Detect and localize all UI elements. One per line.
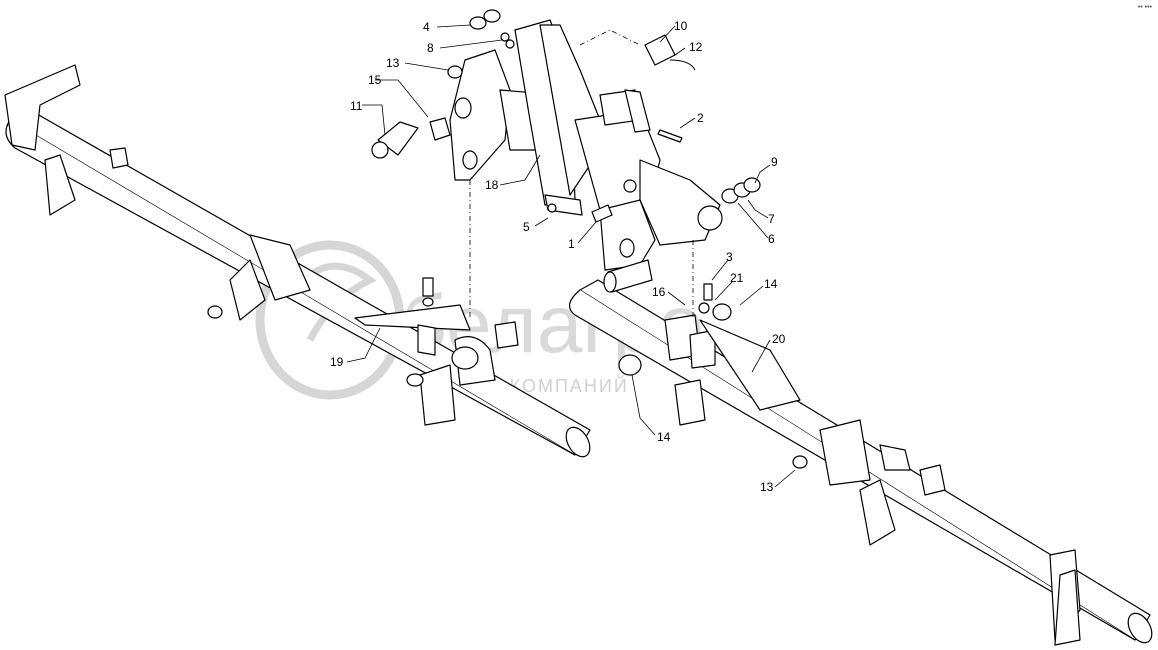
callout-1: 1	[568, 237, 575, 251]
callout-labels: 4 8 10 12 13 15 11 2 18 9 5 7 1 6 3 21 1…	[330, 19, 786, 494]
callout-14-upper: 14	[764, 277, 778, 291]
callout-13-lower: 13	[760, 480, 774, 494]
callout-19: 19	[330, 355, 344, 369]
corner-mark: •• •••	[1137, 4, 1152, 11]
callout-2: 2	[697, 111, 704, 125]
callout-5: 5	[523, 220, 530, 234]
center-hitch-frame	[449, 19, 723, 320]
callout-21: 21	[730, 271, 744, 285]
callout-14-lower: 14	[657, 430, 671, 444]
callout-8: 8	[427, 41, 434, 55]
callout-15: 15	[368, 73, 382, 87]
callout-20: 20	[772, 332, 786, 346]
callout-6: 6	[768, 232, 775, 246]
callout-7: 7	[768, 212, 775, 226]
callout-13-top: 13	[386, 56, 400, 70]
callout-12: 12	[689, 40, 703, 54]
callout-9: 9	[771, 155, 778, 169]
callout-10: 10	[674, 19, 688, 33]
callout-16: 16	[652, 285, 666, 299]
leader-lines	[346, 24, 796, 488]
ring-washer	[469, 16, 487, 30]
hardware-parts	[371, 9, 761, 307]
callout-3: 3	[726, 250, 733, 264]
left-beam	[4, 64, 591, 458]
right-beam	[569, 279, 1153, 646]
callout-18: 18	[485, 178, 499, 192]
callout-4: 4	[423, 20, 430, 34]
callout-11: 11	[350, 99, 363, 113]
